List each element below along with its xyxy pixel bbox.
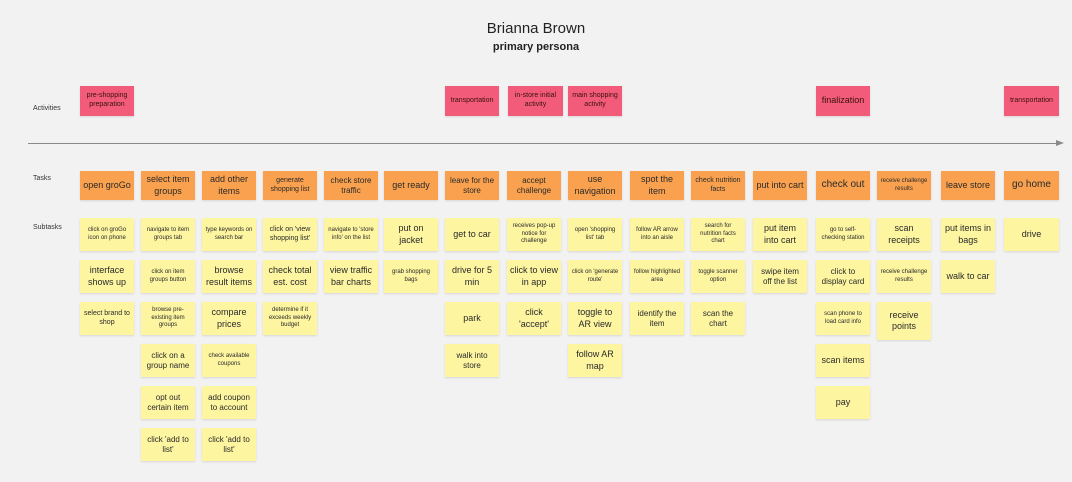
task-note[interactable]: check store traffic — [324, 171, 378, 200]
activities-row-label: Activities — [33, 105, 61, 112]
subtask-note[interactable]: follow highlighted area — [630, 260, 684, 293]
subtask-note[interactable]: follow AR arrow into an aisle — [630, 218, 684, 251]
subtask-note[interactable]: walk to car — [941, 260, 995, 293]
task-note[interactable]: go home — [1004, 171, 1059, 200]
persona-name: Brianna Brown — [486, 20, 586, 37]
task-note[interactable]: use navigation — [568, 171, 622, 200]
subtask-note[interactable]: click on groGo icon on phone — [80, 218, 134, 251]
subtask-note[interactable]: follow AR map — [568, 344, 622, 377]
subtask-note[interactable]: scan the chart — [691, 302, 745, 335]
subtask-note[interactable]: put on jacket — [384, 218, 438, 251]
subtask-note[interactable]: browse pre-existing item groups — [141, 302, 195, 335]
subtask-note[interactable]: put item into cart — [753, 218, 807, 251]
persona-subtitle: primary persona — [492, 41, 580, 53]
subtask-note[interactable]: navigate to 'store info' on the list — [324, 218, 378, 251]
task-note[interactable]: get ready — [384, 171, 438, 200]
subtask-note[interactable]: click on 'view shopping list' — [263, 218, 317, 251]
subtask-note[interactable]: get to car — [445, 218, 499, 251]
subtask-note[interactable]: click to display card — [816, 260, 870, 293]
subtask-note[interactable]: receives pop-up notice for challenge — [507, 218, 561, 251]
subtask-note[interactable]: check total est. cost — [263, 260, 317, 293]
task-note[interactable]: accept challenge — [507, 171, 561, 200]
subtask-note[interactable]: browse result items — [202, 260, 256, 293]
subtask-note[interactable]: navigate to item groups tab — [141, 218, 195, 251]
activity-note[interactable]: transportation — [1004, 86, 1059, 116]
subtask-note[interactable]: click 'add to list' — [202, 428, 256, 461]
subtask-note[interactable]: view traffic bar charts — [324, 260, 378, 293]
subtask-note[interactable]: scan items — [816, 344, 870, 377]
activity-note[interactable]: pre-shopping preparation — [80, 86, 134, 116]
activity-note[interactable]: in-store initial activity — [508, 86, 563, 116]
subtask-note[interactable]: search for nutrition facts chart — [691, 218, 745, 251]
subtask-note[interactable]: grab shopping bags — [384, 260, 438, 293]
subtask-note[interactable]: scan receipts — [877, 218, 931, 251]
subtask-note[interactable]: click on 'generate route' — [568, 260, 622, 293]
subtask-note[interactable]: click 'add to list' — [141, 428, 195, 461]
subtask-note[interactable]: scan phone to load card info — [816, 302, 870, 335]
task-note[interactable]: select item groups — [141, 171, 195, 200]
activity-note[interactable]: main shopping activity — [568, 86, 622, 116]
subtask-note[interactable]: swipe item off the list — [753, 260, 807, 293]
subtask-note[interactable]: put items in bags — [941, 218, 995, 251]
subtask-note[interactable]: add coupon to account — [202, 386, 256, 419]
activity-note[interactable]: transportation — [445, 86, 499, 116]
subtask-note[interactable]: toggle scanner option — [691, 260, 745, 293]
subtask-note[interactable]: click 'accept' — [507, 302, 561, 335]
activity-note[interactable]: finalization — [816, 86, 870, 116]
subtask-note[interactable]: determine if it exceeds weekly budget — [263, 302, 317, 335]
subtask-note[interactable]: pay — [816, 386, 870, 419]
subtask-note[interactable]: receive points — [877, 302, 931, 340]
subtask-note[interactable]: click on item groups button — [141, 260, 195, 293]
subtask-note[interactable]: drive — [1004, 218, 1059, 251]
task-note[interactable]: generate shopping list — [263, 171, 317, 200]
subtask-note[interactable]: select brand to shop — [80, 302, 134, 335]
task-note[interactable]: check out — [816, 171, 870, 200]
task-note[interactable]: add other items — [202, 171, 256, 200]
tasks-row-label: Tasks — [33, 175, 51, 182]
subtasks-row-label: Subtasks — [33, 224, 62, 231]
subtask-note[interactable]: opt out certain item — [141, 386, 195, 419]
task-note[interactable]: leave for the store — [445, 171, 499, 200]
subtask-note[interactable]: check available coupons — [202, 344, 256, 377]
task-note[interactable]: put into cart — [753, 171, 807, 200]
task-note[interactable]: spot the item — [630, 171, 684, 200]
task-note[interactable]: check nutrition facts — [691, 171, 745, 200]
subtask-note[interactable]: click to view in app — [507, 260, 561, 293]
subtask-note[interactable]: type keywords on search bar — [202, 218, 256, 251]
task-note[interactable]: leave store — [941, 171, 995, 200]
subtask-note[interactable]: walk into store — [445, 344, 499, 377]
timeline-arrowhead — [1056, 140, 1064, 146]
task-note[interactable]: receive challenge results — [877, 171, 931, 200]
subtask-note[interactable]: go to self-checking station — [816, 218, 870, 251]
subtask-note[interactable]: toggle to AR view — [568, 302, 622, 335]
subtask-note[interactable]: drive for 5 min — [445, 260, 499, 293]
subtask-note[interactable]: identify the item — [630, 302, 684, 335]
subtask-note[interactable]: compare prices — [202, 302, 256, 335]
subtask-note[interactable]: receive challenge results — [877, 260, 931, 293]
subtask-note[interactable]: open 'shopping list' tab — [568, 218, 622, 251]
subtask-note[interactable]: park — [445, 302, 499, 335]
subtask-note[interactable]: click on a group name — [141, 344, 195, 377]
subtask-note[interactable]: interface shows up — [80, 260, 134, 293]
timeline-axis — [28, 143, 1056, 144]
task-note[interactable]: open groGo — [80, 171, 134, 200]
